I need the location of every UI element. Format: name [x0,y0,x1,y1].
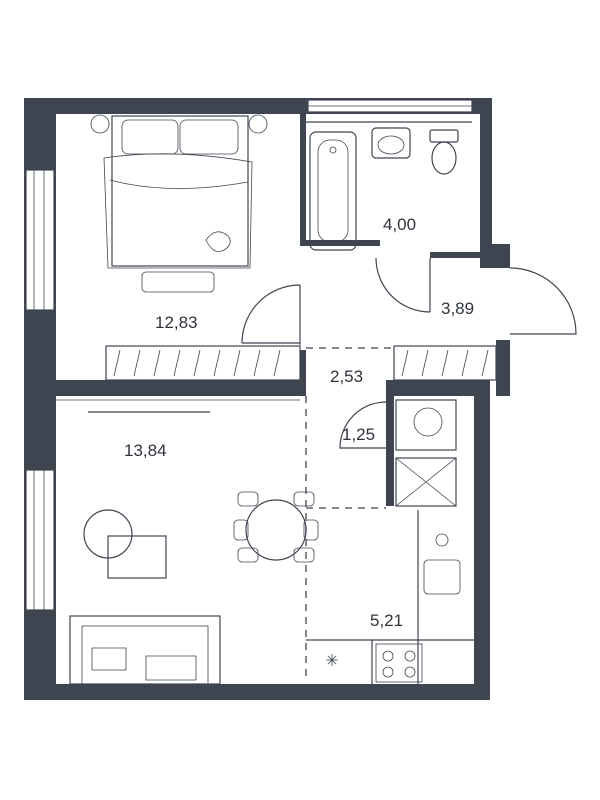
washing-machine-icon [395,399,457,507]
dog-icon [205,231,231,253]
hall-area: 2,53 [330,367,363,386]
bathroom-area: 4,00 [383,215,416,234]
wardrobe-icon [105,345,497,381]
armchair-icon [83,509,167,579]
entry-area: 3,89 [441,299,474,318]
bathtub-icon [309,131,357,251]
area-labels: 12,83 4,00 3,89 2,53 1,25 13,84 5,21 [124,215,474,630]
kitchen-sink-icon [423,533,461,595]
toilet-icon [429,129,459,175]
stove-icon [375,643,423,683]
kitchen-area: 5,21 [370,611,403,630]
kitchen-counter [306,510,474,684]
windows [25,99,473,611]
walls [24,98,510,700]
plant-icon [326,654,338,666]
bedroom-area: 12,83 [155,313,198,332]
sink-icon [371,127,411,159]
doors [241,257,577,449]
zone-lines [305,347,394,680]
tv-icon [56,399,300,413]
sofa-icon [69,615,221,685]
utility-area: 1,25 [342,425,375,444]
dining-table-icon [233,491,319,563]
bed-icon [90,114,268,293]
living-area: 13,84 [124,441,167,460]
